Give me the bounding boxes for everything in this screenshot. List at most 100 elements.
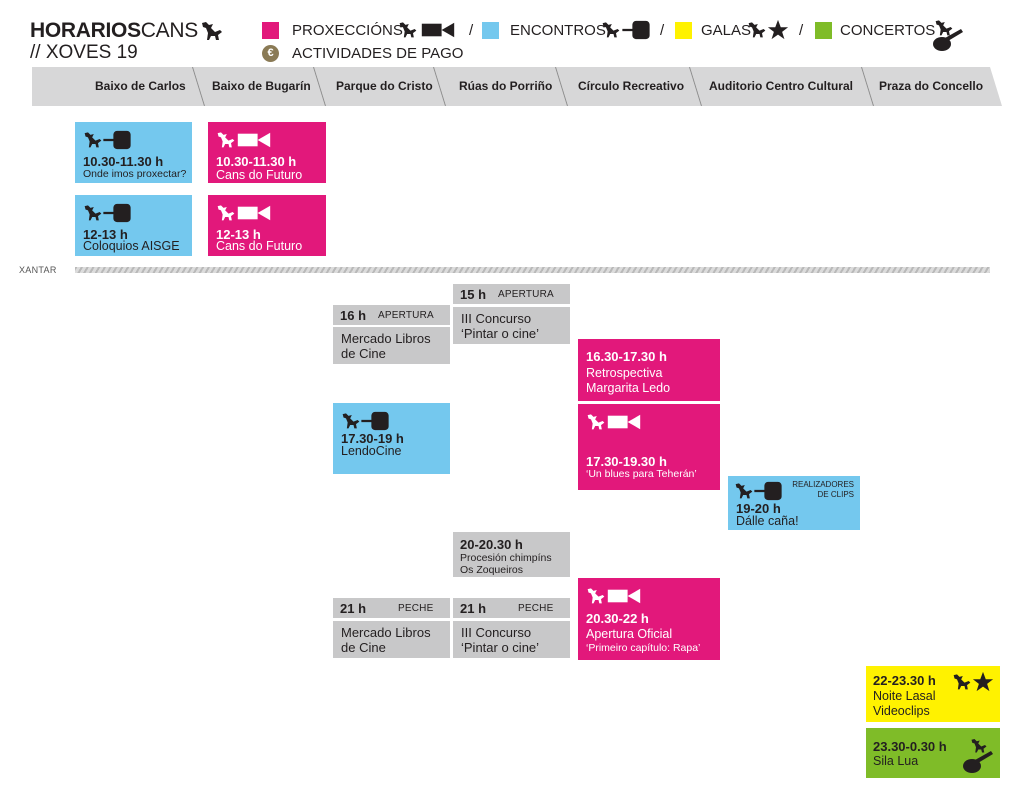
dog-icon bbox=[747, 19, 767, 39]
event-title: Sila Lua bbox=[873, 754, 919, 768]
event-procesion-chimpins[interactable]: 20-20.30 h Procesión chimpíns Os Zoqueir… bbox=[453, 532, 570, 577]
event-time: 23.30-0.30 h bbox=[873, 739, 947, 754]
event-tag: PECHE bbox=[398, 603, 434, 614]
legend-separator: / bbox=[660, 22, 665, 39]
venue-parque-do-cristo: Parque do Cristo bbox=[336, 79, 433, 93]
event-time: 15 h bbox=[460, 287, 487, 302]
event-time: 10.30-11.30 h bbox=[83, 154, 164, 169]
venue-baixo-de-carlos: Baixo de Carlos bbox=[95, 79, 186, 93]
event-time: 20.30-22 h bbox=[586, 611, 649, 626]
event-title-line: ‘Primeiro capítulo: Rapa’ bbox=[586, 642, 701, 654]
event-tag: APERTURA bbox=[378, 310, 434, 321]
event-mercado-apertura-header[interactable]: 16 h APERTURA bbox=[333, 305, 450, 325]
dog-star-icon bbox=[953, 671, 994, 692]
xantar-label: XANTAR bbox=[19, 265, 57, 275]
legend-galas-label: GALAS bbox=[701, 22, 752, 39]
legend-concertos-swatch bbox=[815, 22, 832, 39]
venue-tabs-background bbox=[32, 67, 1002, 106]
event-title-line: Retrospectiva bbox=[586, 366, 663, 380]
event-title: LendoCine bbox=[341, 444, 402, 458]
event-title-line: Os Zoqueiros bbox=[460, 564, 524, 576]
dog-camera-icon bbox=[217, 205, 271, 221]
legend-separator: / bbox=[799, 22, 804, 39]
event-time: 12-13 h bbox=[216, 227, 261, 242]
microphone-icon bbox=[622, 20, 650, 40]
page-subtitle: // XOVES 19 bbox=[30, 42, 138, 63]
event-title: Coloquios AISGE bbox=[83, 239, 180, 253]
legend-proxeccions-swatch bbox=[262, 22, 279, 39]
event-title-line: Margarita Ledo bbox=[586, 381, 671, 395]
page-title: HORARIOSCANS bbox=[30, 19, 198, 42]
dog-camera-icon bbox=[587, 414, 641, 430]
dog-camera-icon bbox=[587, 588, 641, 604]
venue-circulo-recreativo: Círculo Recreativo bbox=[578, 79, 685, 93]
guitar-icon bbox=[930, 28, 966, 52]
event-mercado-apertura[interactable]: Mercado Libros de Cine bbox=[333, 327, 450, 364]
legend-proxeccions-label: PROXECCIÓNS bbox=[292, 22, 403, 39]
event-title-line: III Concurso bbox=[461, 311, 532, 326]
event-title-line: Videoclips bbox=[873, 704, 930, 718]
event-mercado-peche[interactable]: Mercado Libros de Cine bbox=[333, 621, 450, 658]
event-time: 16.30-17.30 h bbox=[586, 349, 667, 364]
event-concurso-apertura[interactable]: III Concurso ‘Pintar o cine’ bbox=[453, 307, 570, 344]
xantar-divider bbox=[75, 267, 990, 273]
event-title-line: Apertura Oficial bbox=[586, 627, 673, 641]
event-title-line: ‘Pintar o cine’ bbox=[461, 640, 540, 655]
event-dalle-cana[interactable]: REALIZADORES DE CLIPS 19-20 h Dálle caña… bbox=[728, 476, 860, 530]
event-time: 16 h bbox=[340, 308, 367, 323]
venue-baixo-de-bugarin: Baixo de Bugarín bbox=[212, 79, 311, 93]
event-title: Onde imos proxectar? bbox=[83, 168, 187, 180]
event-title: Cans do Futuro bbox=[216, 239, 303, 253]
venue-header-bar: Baixo de Carlos Baixo de Bugarín Parque … bbox=[32, 67, 1002, 106]
dog-camera-icon bbox=[217, 132, 271, 148]
camera-icon bbox=[419, 21, 457, 39]
dog-icon bbox=[601, 19, 621, 39]
event-title-line: Noite Lasal bbox=[873, 689, 936, 703]
event-mercado-peche-header[interactable]: 21 h PECHE bbox=[333, 598, 450, 618]
event-tag: REALIZADORES bbox=[792, 480, 854, 489]
event-title: Dálle caña! bbox=[736, 514, 799, 528]
event-cans-do-futuro-2[interactable]: 12-13 h Cans do Futuro bbox=[208, 195, 326, 256]
event-time: 21 h bbox=[460, 601, 487, 616]
dog-microphone-icon bbox=[84, 203, 131, 223]
venue-praza-do-concello: Praza do Concello bbox=[879, 79, 984, 93]
event-title-line: de Cine bbox=[341, 640, 386, 655]
dog-microphone-icon bbox=[735, 481, 782, 501]
event-title: ‘Un blues para Teherán’ bbox=[586, 468, 697, 480]
event-coloquios-aisge[interactable]: 12-13 h Coloquios AISGE bbox=[75, 195, 192, 256]
event-title-line: de Cine bbox=[341, 346, 386, 361]
dog-microphone-icon bbox=[342, 411, 389, 431]
event-noite-lasal[interactable]: 22-23.30 h Noite Lasal Videoclips bbox=[866, 666, 1000, 722]
venue-ruas-do-porrino: Rúas do Porriño bbox=[459, 79, 553, 93]
event-concurso-peche-header[interactable]: 21 h PECHE bbox=[453, 598, 570, 618]
event-tag: DE CLIPS bbox=[817, 490, 854, 499]
event-time: 21 h bbox=[340, 601, 367, 616]
event-time: 10.30-11.30 h bbox=[216, 154, 297, 169]
event-time: 17.30-19 h bbox=[341, 431, 404, 446]
event-concurso-apertura-header[interactable]: 15 h APERTURA bbox=[453, 284, 570, 304]
event-onde-imos-proxectar[interactable]: 10.30-11.30 h Onde imos proxectar? bbox=[75, 122, 192, 183]
event-apertura-oficial[interactable]: 20.30-22 h Apertura Oficial ‘Primeiro ca… bbox=[578, 578, 720, 660]
event-cans-do-futuro-1[interactable]: 10.30-11.30 h Cans do Futuro bbox=[208, 122, 326, 183]
event-tag: APERTURA bbox=[498, 289, 554, 300]
dog-guitar-icon bbox=[963, 739, 993, 773]
legend-concertos-label: CONCERTOS bbox=[840, 22, 936, 39]
event-title: Cans do Futuro bbox=[216, 168, 303, 182]
dog-microphone-icon bbox=[84, 130, 131, 150]
legend-pago-label: ACTIVIDADES DE PAGO bbox=[292, 45, 464, 62]
event-retrospectiva-margarita-ledo[interactable]: 16.30-17.30 h Retrospectiva Margarita Le… bbox=[578, 339, 720, 401]
dog-logo-icon bbox=[200, 18, 224, 42]
legend-encontros-label: ENCONTROS bbox=[510, 22, 606, 39]
event-sila-lua[interactable]: 23.30-0.30 h Sila Lua bbox=[866, 728, 1000, 778]
dog-icon bbox=[398, 19, 418, 39]
event-time: 22-23.30 h bbox=[873, 673, 936, 688]
event-title-line: Mercado Libros bbox=[341, 625, 431, 640]
event-concurso-peche[interactable]: III Concurso ‘Pintar o cine’ bbox=[453, 621, 570, 658]
event-title-line: Mercado Libros bbox=[341, 331, 431, 346]
event-un-blues-para-teheran[interactable]: 17.30-19.30 h ‘Un blues para Teherán’ bbox=[578, 404, 720, 490]
venue-auditorio-centro-cultural: Auditorio Centro Cultural bbox=[709, 79, 853, 93]
legend-separator: / bbox=[469, 22, 474, 39]
event-lendocine[interactable]: 17.30-19 h LendoCine bbox=[333, 403, 450, 474]
euro-icon: € bbox=[262, 45, 279, 62]
event-title-line: ‘Pintar o cine’ bbox=[461, 326, 540, 341]
